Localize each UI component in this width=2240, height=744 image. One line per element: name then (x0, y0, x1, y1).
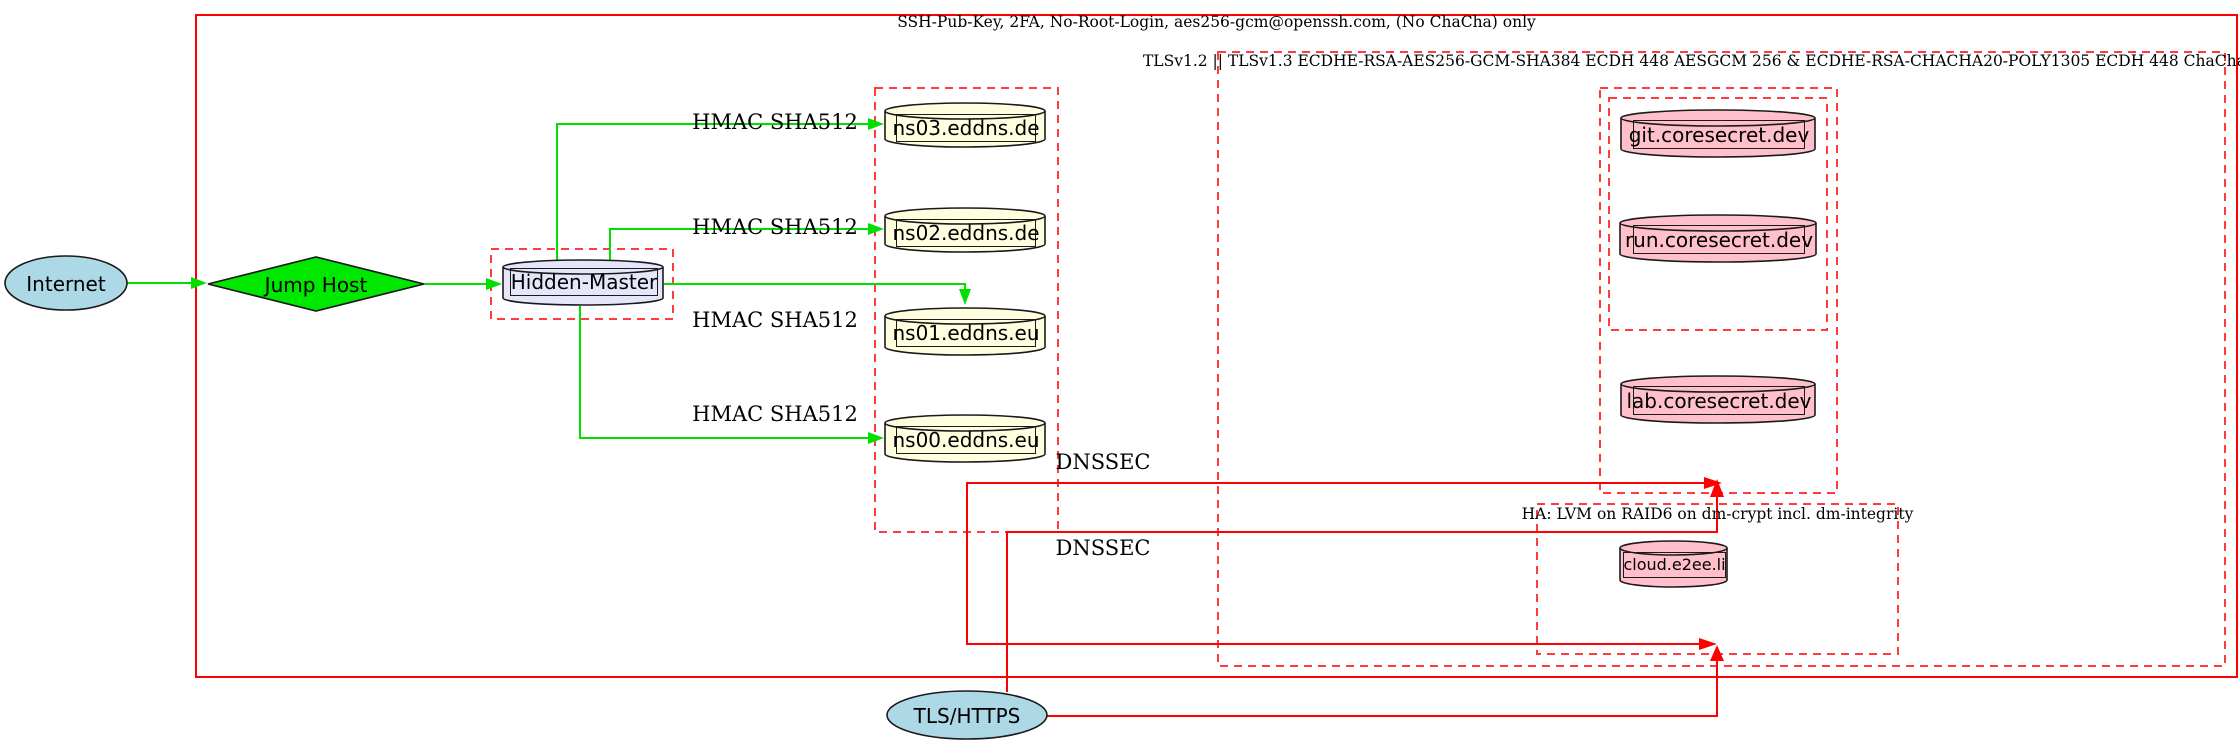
jump-host-node-label: Jump Host (264, 273, 368, 297)
jump-host-node-shape (207, 256, 425, 312)
ns01-node-shape (884, 307, 1046, 356)
arrowhead-hiddenmaster (486, 278, 502, 290)
ns01-node-label: ns01.eddns.eu (892, 319, 1040, 347)
edge-label-hmac-ns00: HMAC SHA512 (692, 401, 858, 426)
run-node-shape (1619, 214, 1817, 263)
cluster-boxes (195, 14, 2238, 678)
edge-tls-to-ha (1047, 660, 1718, 717)
edge-hiddenmaster-ns00 (579, 306, 870, 439)
arrowhead-ns02 (868, 223, 884, 235)
edge-dnssec-dual (966, 482, 1706, 645)
arrowhead-tls-ha (1710, 645, 1724, 661)
cluster-coresecret-inner-box (1608, 97, 1828, 331)
edge-label-hmac-ns01: HMAC SHA512 (692, 307, 858, 332)
hidden-master-node-label: Hidden-Master (510, 268, 658, 296)
tls-https-node-shape (886, 690, 1048, 740)
arrowhead-ns03 (868, 118, 884, 130)
arrowhead-ns00 (868, 432, 884, 444)
green-edges (127, 118, 971, 444)
git-node-shape (1620, 109, 1816, 158)
edge-tls-to-coresecret (1006, 496, 1718, 692)
edge-hiddenmaster-ns01 (664, 283, 966, 291)
edge-label-hmac-ns03: HMAC SHA512 (692, 109, 858, 134)
edge-label-hmac-ns02: HMAC SHA512 (692, 214, 858, 239)
red-edges (966, 477, 1724, 717)
arrowhead-ns01 (959, 289, 971, 305)
ns00-node-label: ns00.eddns.eu (892, 426, 1040, 454)
edge-hiddenmaster-ns03 (556, 123, 870, 260)
ns03-node-shape (884, 102, 1046, 148)
ns02-node-label: ns02.eddns.de (892, 219, 1040, 247)
run-node-label: run.coresecret.dev (1625, 225, 1813, 254)
ns00-node-shape (884, 414, 1046, 463)
lab-node-shape (1620, 375, 1816, 424)
edge-label-dnssec-lower: DNSSEC (1055, 535, 1151, 560)
ns03-node-label: ns03.eddns.de (892, 114, 1040, 142)
edge-label-dnssec-upper: DNSSEC (1055, 449, 1151, 474)
edge-hiddenmaster-ns02 (609, 228, 870, 260)
arrowhead-dnssec-coresecret (1704, 477, 1722, 489)
internet-node-shape (4, 255, 128, 311)
ns02-node-shape (884, 207, 1046, 253)
arrowhead-tls-coresecret (1710, 479, 1724, 497)
cluster-ssh-label: SSH-Pub-Key, 2FA, No-Root-Login, aes256-… (897, 13, 1536, 32)
internet-node-label: Internet (26, 272, 106, 296)
tls-https-node-label: TLS/HTTPS (913, 704, 1021, 728)
git-node-label: git.coresecret.dev (1629, 120, 1809, 149)
cluster-ha-label: HA: LVM on RAID6 on dm-crypt incl. dm-in… (1521, 505, 1914, 524)
arrowhead-dnssec-ha (1699, 638, 1717, 650)
lab-node-label: lab.coresecret.dev (1626, 386, 1812, 415)
cloud-node-label: cloud.e2ee.li (1623, 552, 1726, 578)
arrowhead-jumphost (191, 277, 207, 289)
cluster-ssh-box (195, 14, 2238, 678)
cluster-tls-label: TLSv1.2 || TLSv1.3 ECDHE-RSA-AES256-GCM-… (1142, 52, 2240, 71)
